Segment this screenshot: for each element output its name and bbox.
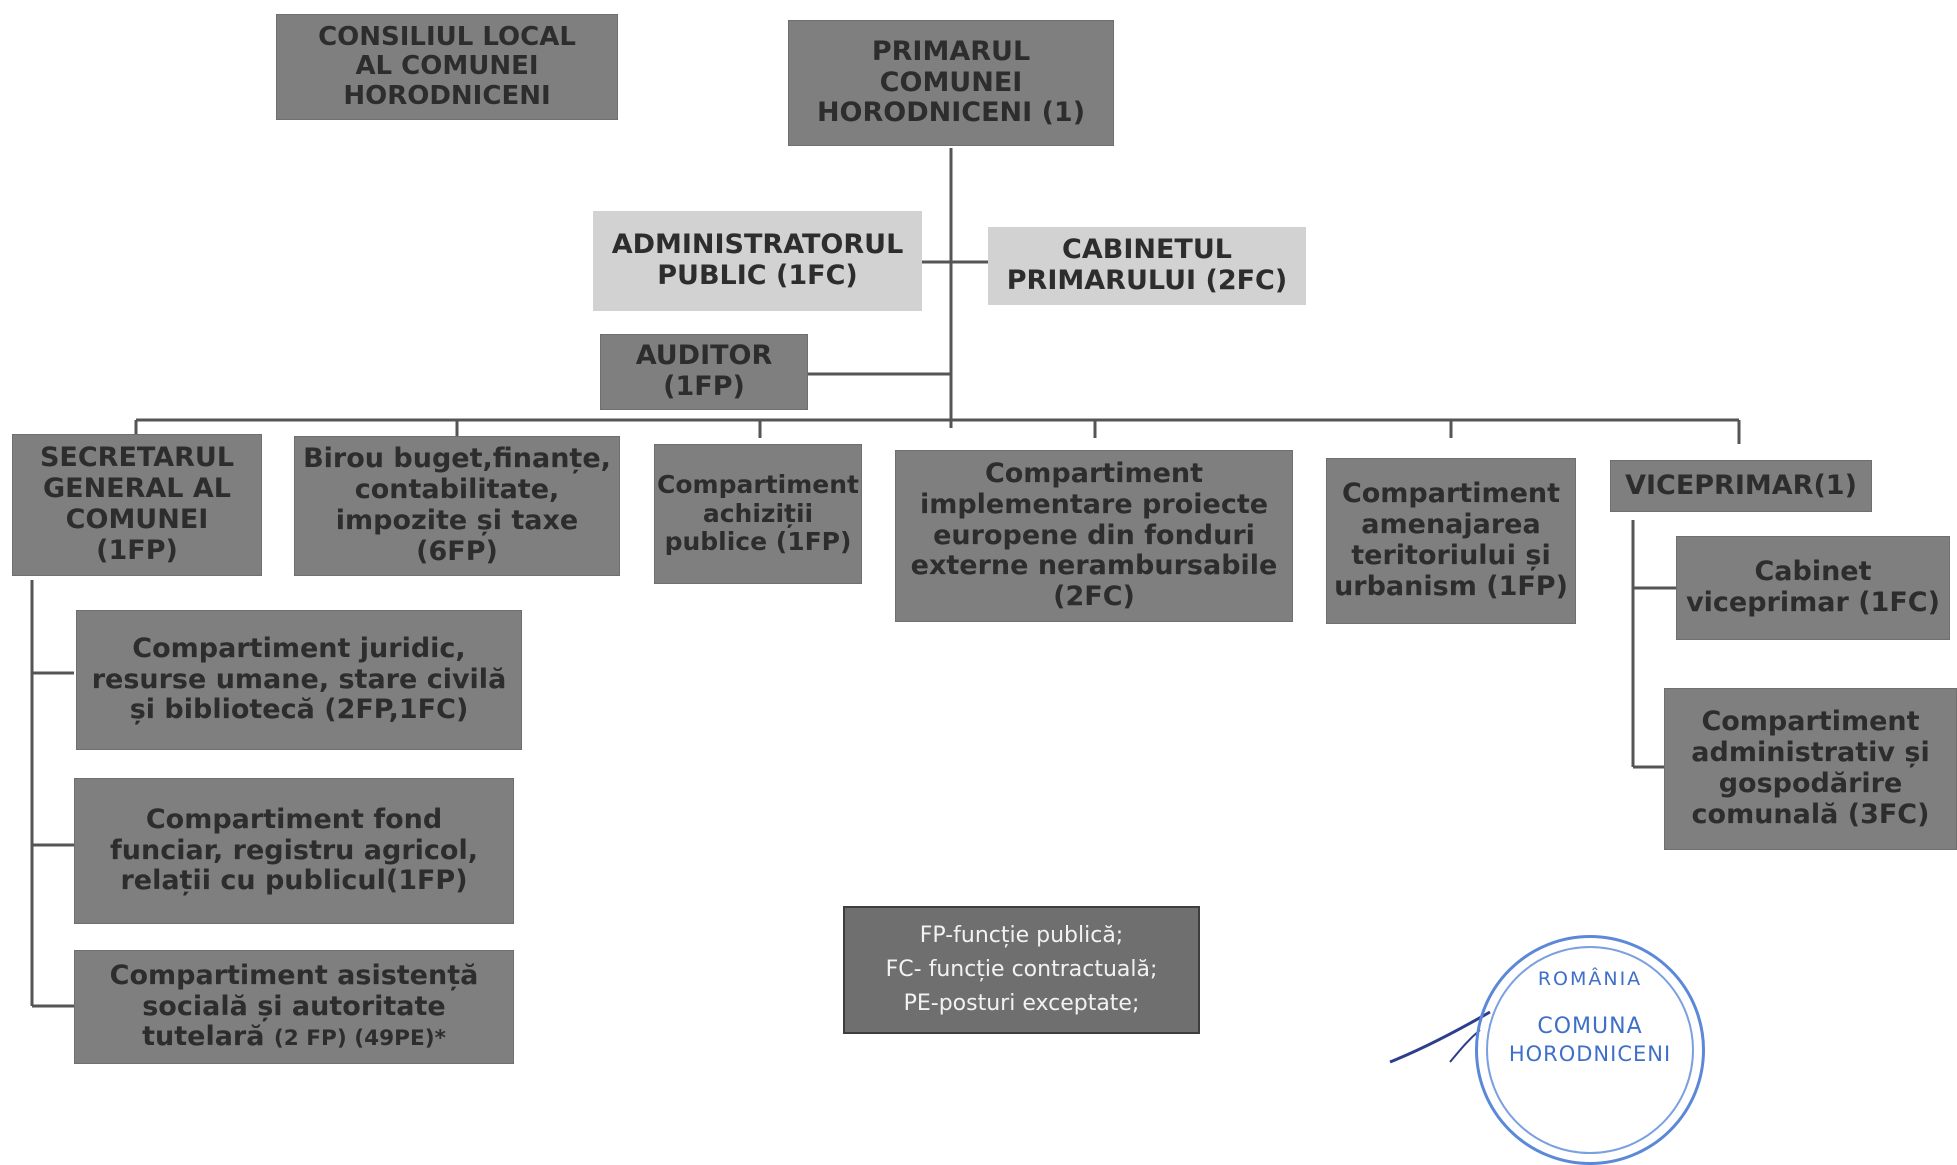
viceprimar-box: VICEPRIMAR(1) [1610, 460, 1872, 512]
birou-buget-line-2: contabilitate, [354, 474, 560, 506]
juridic-line-1: Compartiment juridic, [132, 632, 466, 664]
proiecte-europene-box: Compartiment implementare proiecte europ… [895, 450, 1293, 622]
administrativ-line-2: administrativ și [1691, 737, 1930, 769]
fond-funciar-line-1: Compartiment fond [145, 803, 443, 835]
asistenta-line-3: tutelară (2 FP) (49PE)* [142, 1021, 446, 1053]
cabinet-vice-line-1: Cabinet [1754, 556, 1872, 588]
juridic-line-3: și bibliotecă (2FP,1FC) [129, 694, 469, 726]
secretarul-line-1: SECRETARUL [39, 442, 235, 474]
secretarul-general-box: SECRETARUL GENERAL AL COMUNEI (1FP) [12, 434, 262, 576]
cabinet-viceprimar-box: Cabinet viceprimar (1FC) [1676, 536, 1950, 640]
urbanism-line-1: Compartiment [1341, 478, 1561, 510]
administrator-line-1: ADMINISTRATORUL [611, 229, 904, 261]
fond-funciar-line-2: funciar, registru agricol, [110, 834, 478, 866]
stamp-country: ROMÂNIA [1537, 968, 1643, 990]
urbanism-line-3: teritoriului și [1351, 540, 1551, 571]
stamp-commune: COMUNA [1537, 1014, 1643, 1039]
consiliul-line-1: CONSILIUL LOCAL [318, 21, 576, 52]
proiecte-line-4: externe nerambursabile [910, 550, 1278, 582]
legend-box: FP-funcție publică; FC- funcție contract… [843, 906, 1200, 1034]
fond-funciar-line-3: relații cu publicul(1FP) [120, 865, 468, 897]
consiliul-line-3: HORODNICENI [343, 80, 551, 111]
fond-funciar-box: Compartiment fond funciar, registru agri… [74, 778, 514, 924]
cabinet-primar-line-2: PRIMARULUI (2FC) [1006, 265, 1288, 296]
urbanism-line-2: amenajarea [1361, 509, 1541, 541]
asistenta-line-2: socială și autoritate [142, 990, 446, 1022]
auditor-box: AUDITOR (1FP) [600, 334, 808, 410]
juridic-box: Compartiment juridic, resurse umane, sta… [76, 610, 522, 750]
achizitii-line-3: publice (1FP) [664, 527, 852, 557]
administrator-public-box: ADMINISTRATORUL PUBLIC (1FC) [593, 211, 922, 311]
birou-buget-line-4: (6FP) [416, 535, 498, 567]
administrativ-line-3: gospodărire [1718, 768, 1903, 799]
org-chart-connectors [30, 148, 1741, 1008]
cabinet-primar-box: CABINETUL PRIMARULUI (2FC) [988, 227, 1306, 305]
administrator-line-2: PUBLIC (1FC) [657, 260, 858, 291]
administrativ-line-1: Compartiment [1701, 706, 1920, 738]
viceprimar-line-1: VICEPRIMAR(1) [1625, 469, 1857, 501]
urbanism-box: Compartiment amenajarea teritoriului și … [1326, 458, 1576, 624]
consiliul-line-2: AL COMUNEI [355, 51, 539, 82]
secretarul-line-3: COMUNEI [65, 504, 209, 535]
urbanism-line-4: urbanism (1FP) [1334, 570, 1568, 602]
achizitii-line-1: Compartiment [657, 470, 859, 500]
proiecte-line-2: implementare proiecte [919, 488, 1269, 520]
achizitii-line-2: achiziții [702, 498, 814, 528]
proiecte-line-1: Compartiment [984, 458, 1204, 490]
asistenta-line-3b: (2 FP) (49PE)* [273, 1026, 446, 1052]
legend-fp: FP-funcție publică; [919, 922, 1124, 948]
administrativ-box: Compartiment administrativ și gospodărir… [1664, 688, 1957, 850]
stamp-name: HORODNICENI [1508, 1042, 1672, 1066]
cabinet-primar-line-1: CABINETUL [1062, 234, 1232, 266]
achizitii-publice-box: Compartiment achiziții publice (1FP) [654, 444, 862, 584]
cabinet-vice-line-2: viceprimar (1FC) [1686, 587, 1940, 618]
primarul-line-1: PRIMARUL [871, 35, 1031, 67]
auditor-line-2: (1FP) [663, 371, 745, 402]
primarul-line-2: COMUNEI [879, 66, 1023, 98]
official-stamp: ROMÂNIA COMUNA HORODNICENI [1475, 935, 1705, 1165]
primarul-line-3: HORODNICENI (1) [816, 97, 1086, 129]
legend-pe: PE-posturi exceptate; [903, 991, 1140, 1017]
birou-buget-box: Birou buget,finanțe, contabilitate, impo… [294, 436, 620, 576]
consiliul-local-box: CONSILIUL LOCAL AL COMUNEI HORODNICENI [276, 14, 618, 120]
asistenta-line-1: Compartiment asistență [109, 959, 479, 991]
administrativ-line-4: comunală (3FC) [1691, 798, 1930, 830]
asistenta-line-3a: tutelară [142, 1021, 265, 1053]
proiecte-line-3: europene din fonduri [933, 519, 1255, 551]
birou-buget-line-1: Birou buget,finanțe, [303, 443, 611, 475]
secretarul-line-4: (1FP) [96, 534, 178, 566]
proiecte-line-5: (2FC) [1053, 581, 1135, 613]
primarul-box: PRIMARUL COMUNEI HORODNICENI (1) [788, 20, 1114, 146]
legend-fc: FC- funcție contractuală; [885, 956, 1158, 982]
birou-buget-line-3: impozite și taxe [335, 505, 579, 536]
juridic-line-2: resurse umane, stare civilă [91, 663, 507, 695]
auditor-line-1: AUDITOR [635, 340, 773, 372]
asistenta-sociala-box: Compartiment asistență socială și autori… [74, 950, 514, 1064]
secretarul-line-2: GENERAL AL [42, 473, 232, 505]
